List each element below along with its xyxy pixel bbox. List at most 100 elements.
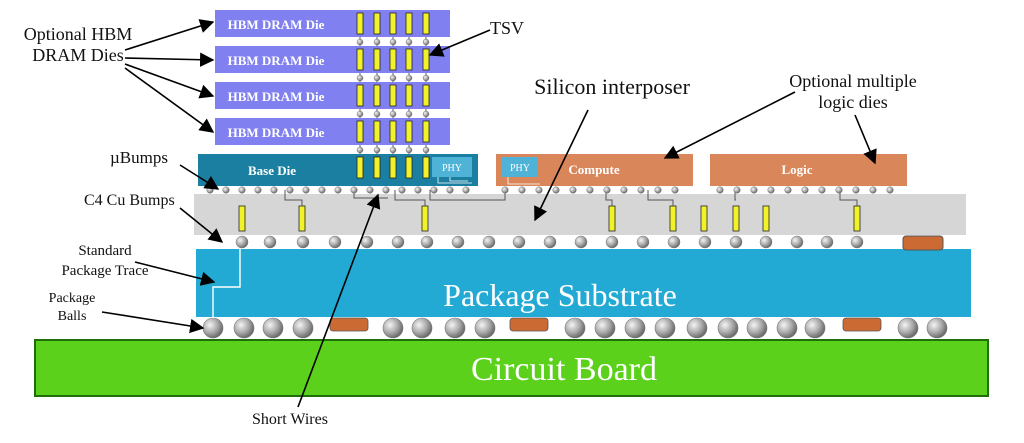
package-ball bbox=[654, 317, 676, 339]
phy-right-label: PHY bbox=[510, 163, 530, 174]
base-die-label: Base Die bbox=[248, 163, 296, 178]
interposer-tsv bbox=[421, 205, 429, 232]
micro-bump bbox=[603, 186, 611, 194]
c4-bump bbox=[759, 235, 773, 249]
hbm-micro-bump bbox=[422, 74, 430, 82]
silicon-interposer bbox=[194, 194, 966, 235]
package-balls bbox=[202, 317, 948, 339]
micro-bump bbox=[750, 186, 758, 194]
hbm-micro-bump bbox=[389, 74, 397, 82]
micro-bump bbox=[716, 186, 724, 194]
circuit-board bbox=[34, 339, 989, 397]
package-ball bbox=[474, 317, 496, 339]
label-c4-bumps: C4 Cu Bumps bbox=[84, 192, 175, 209]
c4-bump bbox=[512, 235, 526, 249]
package-ball bbox=[624, 317, 646, 339]
hbm-micro-bump bbox=[405, 146, 413, 154]
label-trace-2: Package Trace bbox=[61, 263, 148, 279]
c4-bumps bbox=[235, 235, 864, 249]
hbm-tsv bbox=[405, 120, 413, 143]
hbm-tsv bbox=[389, 84, 397, 107]
hbm-micro-bump bbox=[422, 110, 430, 118]
hbm-tsv bbox=[422, 84, 430, 107]
hbm-tsv bbox=[356, 84, 364, 107]
compute-die-label: Compute bbox=[568, 162, 620, 177]
hbm-tsv bbox=[389, 12, 397, 35]
label-ubumps: µBumps bbox=[110, 148, 168, 167]
c4-bump bbox=[729, 235, 743, 249]
c4-bump bbox=[543, 235, 557, 249]
hbm-micro-bump bbox=[389, 38, 397, 46]
micro-bump bbox=[254, 186, 262, 194]
hbm-die-label: HBM DRAM Die bbox=[228, 89, 325, 104]
interposer-tsv bbox=[608, 205, 616, 232]
hbm-die-label: HBM DRAM Die bbox=[228, 125, 325, 140]
interposer-tsv bbox=[762, 205, 770, 232]
micro-bump bbox=[318, 186, 326, 194]
c4-bump bbox=[420, 235, 434, 249]
micro-bump bbox=[569, 186, 577, 194]
circuit-board-label: Circuit Board bbox=[471, 351, 657, 388]
interposer-tsv bbox=[700, 205, 708, 232]
substrate-pad bbox=[902, 235, 944, 251]
package-ball bbox=[686, 317, 708, 339]
c4-bump bbox=[360, 235, 374, 249]
phy-left-label: PHY bbox=[442, 163, 462, 174]
micro-bump bbox=[552, 186, 560, 194]
logic-die-label: Logic bbox=[781, 162, 812, 177]
label-short-wires: Short Wires bbox=[252, 411, 328, 428]
hbm-die-label: HBM DRAM Die bbox=[228, 53, 325, 68]
package-ball bbox=[926, 317, 948, 339]
hbm-tsv bbox=[389, 48, 397, 71]
interposer-tsvs bbox=[238, 205, 861, 232]
board-pad bbox=[509, 317, 549, 332]
hbm-tsv bbox=[422, 156, 430, 179]
micro-bump bbox=[767, 186, 775, 194]
micro-bump bbox=[535, 186, 543, 194]
phy-block-left bbox=[432, 157, 472, 177]
micro-bump bbox=[586, 186, 594, 194]
micro-bump bbox=[366, 186, 374, 194]
micro-bumps bbox=[206, 186, 894, 194]
micro-bump bbox=[784, 186, 792, 194]
c4-bump bbox=[698, 235, 712, 249]
c4-bump bbox=[605, 235, 619, 249]
c4-bump bbox=[235, 235, 249, 249]
label-balls-1: Package bbox=[49, 291, 96, 306]
hbm-tsv bbox=[356, 48, 364, 71]
micro-bump bbox=[637, 186, 645, 194]
phy-block-right bbox=[502, 157, 538, 177]
micro-bump bbox=[462, 186, 470, 194]
hbm-micro-bump bbox=[405, 74, 413, 82]
label-balls-2: Balls bbox=[58, 309, 87, 324]
micro-bump bbox=[270, 186, 278, 194]
hbm-tsv bbox=[405, 156, 413, 179]
micro-bump bbox=[671, 186, 679, 194]
micro-bump bbox=[222, 186, 230, 194]
micro-bump bbox=[286, 186, 294, 194]
board-pad bbox=[329, 317, 369, 332]
micro-bump bbox=[518, 186, 526, 194]
c4-bump bbox=[850, 235, 864, 249]
c4-bump bbox=[451, 235, 465, 249]
hbm-micro-bump bbox=[405, 38, 413, 46]
label-logic-dies-2: logic dies bbox=[818, 92, 888, 112]
c4-bump bbox=[391, 235, 405, 249]
package-substrate bbox=[196, 249, 971, 317]
board-pad bbox=[842, 317, 882, 332]
standard-package-trace bbox=[212, 248, 241, 318]
hbm-tsv bbox=[373, 156, 381, 179]
hbm-micro-bump bbox=[373, 38, 381, 46]
c4-bump bbox=[263, 235, 277, 249]
micro-bump bbox=[334, 186, 342, 194]
label-tsv: TSV bbox=[490, 18, 524, 38]
hbm-micro-bump bbox=[405, 110, 413, 118]
package-ball bbox=[746, 317, 768, 339]
micro-bump bbox=[206, 186, 214, 194]
hbm-tsv bbox=[389, 156, 397, 179]
hbm-micro-bump bbox=[373, 110, 381, 118]
c4-bump bbox=[328, 235, 342, 249]
micro-bump bbox=[733, 186, 741, 194]
hbm-micro-bump bbox=[422, 146, 430, 154]
package-ball bbox=[233, 317, 255, 339]
